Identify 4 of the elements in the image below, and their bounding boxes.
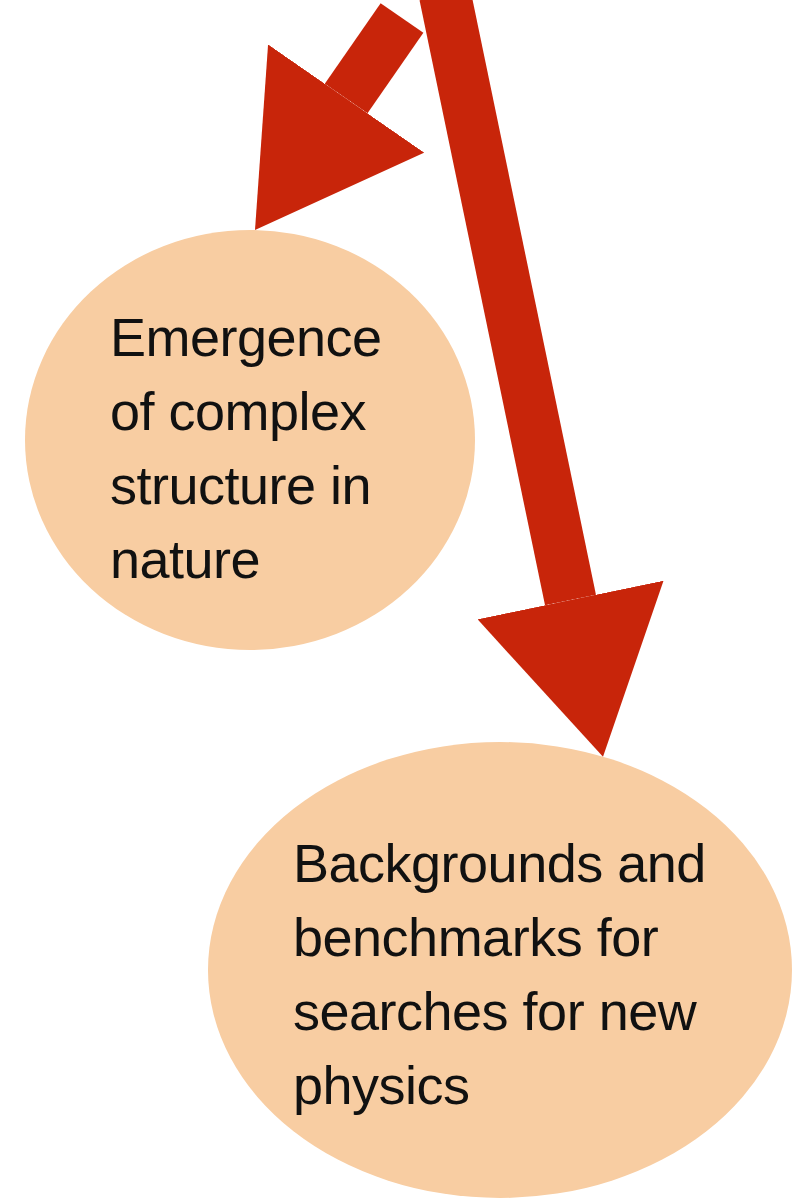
node-text: Backgrounds and benchmarks for searches for new physics xyxy=(293,832,707,1117)
arrow xyxy=(419,0,664,757)
arrow xyxy=(255,3,425,231)
node-text: Emergence of complex structure in nature xyxy=(110,306,383,591)
